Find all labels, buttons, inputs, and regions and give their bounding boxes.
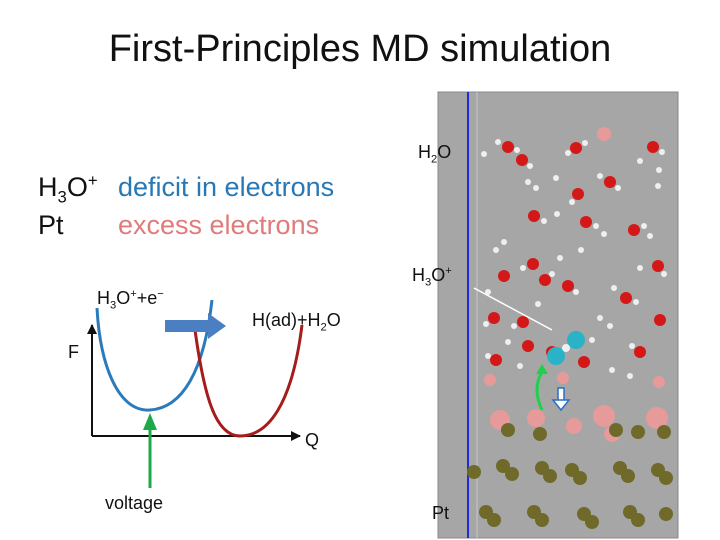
snapshot-background [438,92,678,538]
left-energy-curve [95,299,214,412]
hydronium-label: H3O+ [412,265,452,289]
down-arrow [551,387,571,412]
left-curve-label: H3O++e− [97,288,164,312]
axis-label-f: F [68,342,79,362]
pt-label: Pt [432,503,450,523]
water-label: H2O [418,142,452,166]
axis-label-q: Q [305,430,320,450]
pt-surface-layer [490,405,671,442]
right-curve-label: H(ad)+H2O [252,310,341,334]
legend-hydronium: H3O+ [38,171,98,207]
pt-bulk-layers [467,459,673,529]
voltage-label: voltage [105,493,164,513]
legend-excess-text: excess electrons [118,210,320,240]
legend-pt: Pt [38,210,64,240]
legend-deficit-text: deficit in electrons [118,172,335,202]
hydronium-ion [547,331,585,365]
hydronium-pointer [473,287,553,331]
right-energy-curve [193,324,304,438]
slide-title: First-Principles MD simulation [108,28,612,70]
voltage-arrow-head [143,413,157,430]
shift-arrow [165,313,226,339]
proton-transfer-arrow [535,371,544,411]
